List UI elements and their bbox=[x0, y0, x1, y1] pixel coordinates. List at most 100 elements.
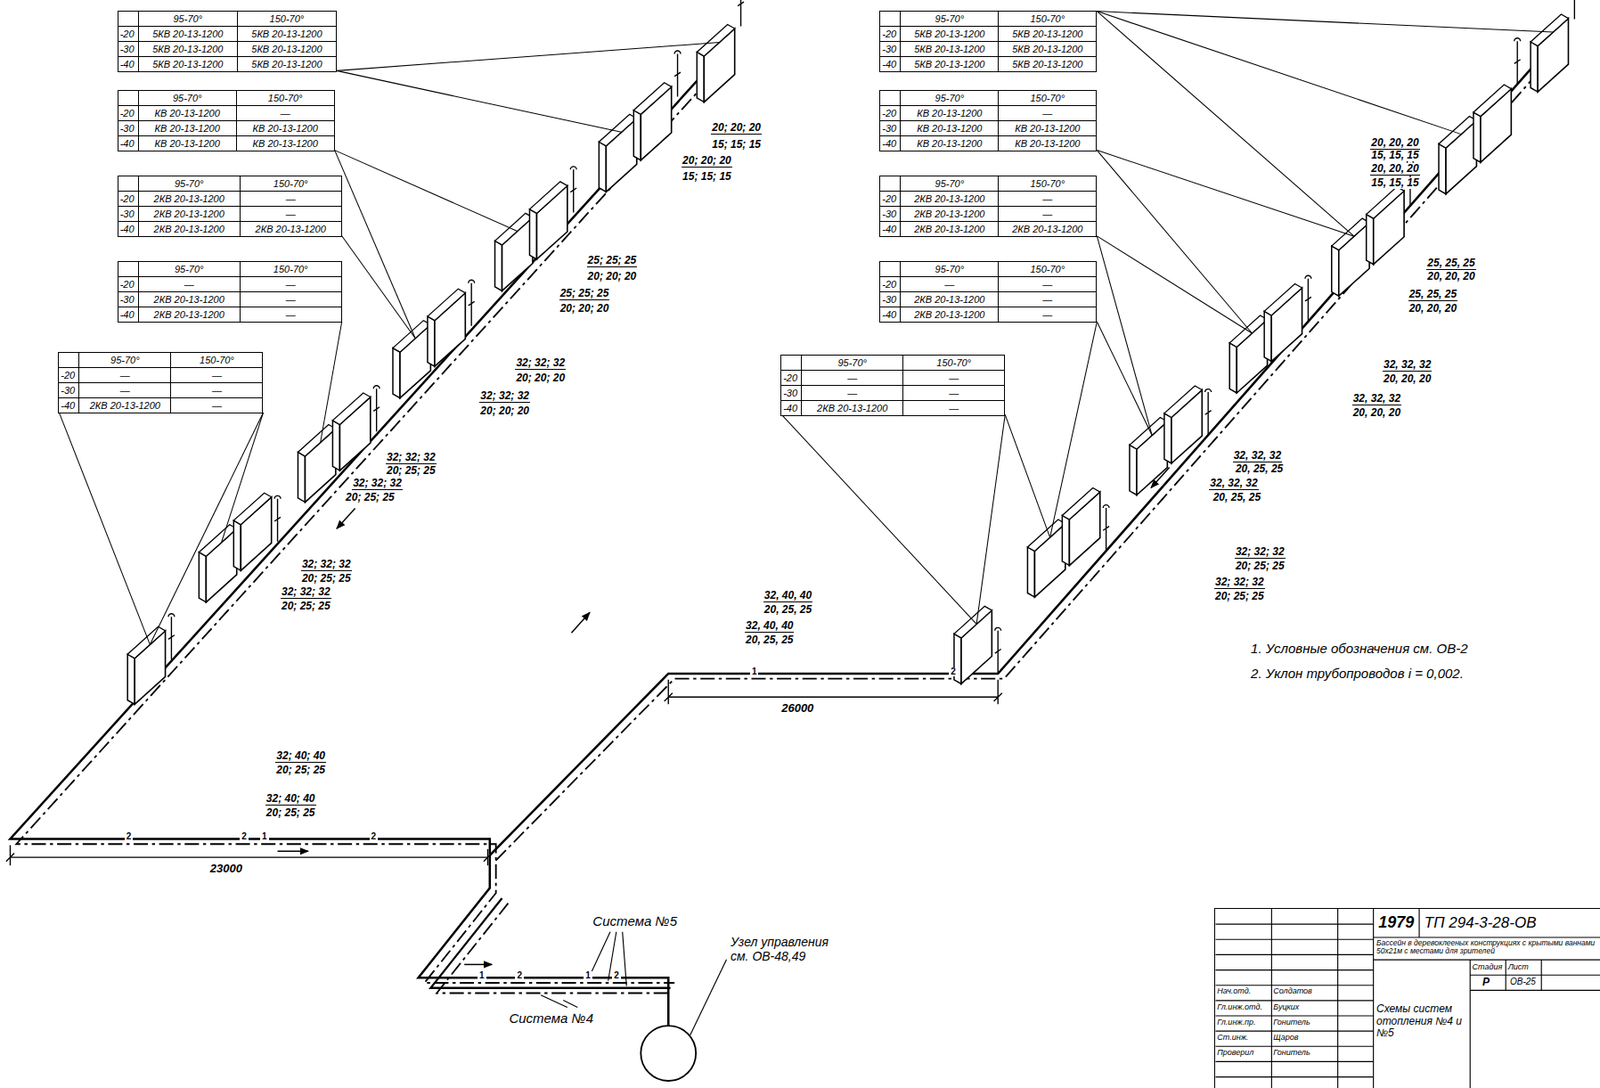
table-text: 2КВ 20-13-1200 bbox=[154, 293, 225, 305]
table-cell: — bbox=[900, 277, 999, 293]
table-text: -40 bbox=[881, 58, 897, 70]
table-cell: КВ 20-13-1200 bbox=[998, 121, 1097, 137]
pipe-diameter: 20, 25, 25 bbox=[763, 604, 813, 616]
radiator-top bbox=[1438, 116, 1477, 149]
table-text: -20 bbox=[881, 193, 897, 205]
flow-arrows bbox=[277, 467, 1170, 965]
table-text: — bbox=[280, 107, 291, 119]
note-text: 2. Уклон трубопроводов i = 0,002. bbox=[1249, 665, 1465, 681]
table-cell: -20 bbox=[118, 26, 139, 42]
table-cell: 2КВ 20-13-1200 bbox=[79, 398, 172, 414]
radiator-table: 95-70°150-70°-205КВ 20-13-12005КВ 20-13-… bbox=[879, 10, 1097, 73]
table-text: -30 bbox=[120, 293, 135, 305]
table-text: КВ 20-13-1200 bbox=[916, 138, 982, 149]
pipe-diameter: 32; 32; 32 bbox=[514, 357, 566, 370]
table-cell: -40 bbox=[58, 398, 80, 414]
table-cell: -20 bbox=[880, 277, 901, 293]
pipe-diameter: 32; 32; 32 bbox=[479, 390, 531, 403]
riser bbox=[373, 385, 380, 433]
radiator-side bbox=[529, 209, 537, 260]
table-cell: 150-70° bbox=[240, 261, 343, 278]
table-text: 2КВ 20-13-1200 bbox=[914, 309, 985, 320]
table-text: — bbox=[948, 387, 959, 399]
radiator-side bbox=[1438, 144, 1446, 195]
table-text: 2КВ 20-13-1200 bbox=[914, 208, 985, 220]
pipe-diameter: 32, 32, 32 bbox=[1382, 359, 1432, 372]
pipe-diameter: 15, 15, 15 bbox=[1370, 177, 1420, 189]
table-cell: -20 bbox=[880, 26, 901, 42]
supply-pipe bbox=[430, 897, 670, 988]
table-cell: 2КВ 20-13-1200 bbox=[138, 307, 241, 323]
table-cell: КВ 20-13-1200 bbox=[236, 121, 335, 137]
table-cell: — bbox=[171, 367, 263, 384]
table-leader bbox=[58, 412, 150, 645]
radiator-top bbox=[198, 524, 237, 557]
table-cell: 5КВ 20-13-1200 bbox=[237, 57, 337, 73]
riser bbox=[1305, 275, 1312, 322]
table-text: -40 bbox=[60, 400, 75, 411]
table-text: -30 bbox=[120, 208, 135, 220]
radiator-top bbox=[233, 492, 271, 525]
table-cell: 5КВ 20-13-1200 bbox=[138, 41, 238, 58]
table-text: 150-70° bbox=[199, 354, 235, 366]
radiator-top bbox=[1061, 488, 1100, 521]
title-block-text: ТП 294-3-28-ОВ bbox=[1424, 914, 1599, 932]
table-cell: — bbox=[998, 307, 1097, 323]
table-text: 150-70° bbox=[273, 178, 309, 189]
table-leader bbox=[1096, 11, 1355, 237]
radiator-top bbox=[598, 114, 637, 147]
pipe-diameter: 32, 40, 40 bbox=[744, 620, 794, 633]
table-cell: 5КВ 20-13-1200 bbox=[138, 26, 238, 42]
table-text: -20 bbox=[60, 369, 75, 381]
table-cell bbox=[58, 352, 80, 368]
table-leader bbox=[1096, 11, 1462, 135]
pipe-diameter: 20, 20, 20 bbox=[1382, 373, 1432, 385]
table-text: -20 bbox=[881, 107, 897, 119]
title-block-text: Солдатов bbox=[1273, 986, 1337, 996]
radiator-side bbox=[1129, 444, 1137, 495]
title-block-text: Гонитель bbox=[1273, 1047, 1337, 1057]
table-cell: 2КВ 20-13-1200 bbox=[138, 292, 241, 308]
table-cell: 2КВ 20-13-1200 bbox=[900, 292, 999, 308]
table-text: — bbox=[285, 193, 296, 205]
dimension-line bbox=[664, 679, 1003, 704]
table-cell: — bbox=[903, 400, 1005, 417]
table-cell: -30 bbox=[880, 292, 901, 308]
pipe-diameter: 20, 20, 20 bbox=[1370, 137, 1420, 150]
table-cell: КВ 20-13-1200 bbox=[900, 106, 999, 122]
radiators bbox=[127, 0, 1578, 704]
table-cell bbox=[781, 355, 802, 371]
title-block-text: Ст.инж. bbox=[1216, 1032, 1271, 1042]
table-leader bbox=[1096, 150, 1355, 237]
table-cell: -20 bbox=[118, 277, 139, 293]
table-text: — bbox=[212, 384, 222, 396]
table-text: 150-70° bbox=[1029, 92, 1065, 104]
radiator-side bbox=[1264, 310, 1272, 361]
table-text: 5КВ 20-13-1200 bbox=[251, 28, 322, 40]
pipe-diameter: 20, 20, 20 bbox=[1352, 407, 1402, 419]
pipe-diameter: 20; 20; 20 bbox=[710, 122, 762, 135]
pipe-diameter: 25, 25, 25 bbox=[1408, 288, 1458, 302]
table-cell: -20 bbox=[880, 106, 901, 122]
radiator-top bbox=[332, 392, 370, 425]
title-block-text: Проверил bbox=[1216, 1047, 1271, 1057]
pipe-diameter: 15; 15; 15 bbox=[681, 171, 733, 183]
table-text: -30 bbox=[120, 43, 135, 55]
table-cell bbox=[880, 11, 901, 27]
table-text: -40 bbox=[120, 223, 135, 235]
table-cell: 150-70° bbox=[236, 90, 335, 107]
table-cell: 2КВ 20-13-1200 bbox=[900, 221, 999, 237]
pipe-diameter: 32, 32, 32 bbox=[1352, 392, 1402, 406]
table-text: -20 bbox=[120, 193, 135, 205]
table-cell: 95-70° bbox=[79, 352, 172, 368]
radiator-top bbox=[392, 320, 431, 353]
table-leader bbox=[149, 412, 263, 645]
table-cell: — bbox=[998, 292, 1097, 308]
title-block-text: Схемы систем отопления №4 и №5 bbox=[1376, 1003, 1469, 1040]
table-text: 2КВ 20-13-1200 bbox=[154, 208, 225, 220]
table-text: 5КВ 20-13-1200 bbox=[1012, 43, 1083, 55]
radiator-top bbox=[297, 424, 335, 457]
table-cell: — bbox=[240, 292, 343, 308]
table-text: 2КВ 20-13-1200 bbox=[1012, 223, 1083, 235]
